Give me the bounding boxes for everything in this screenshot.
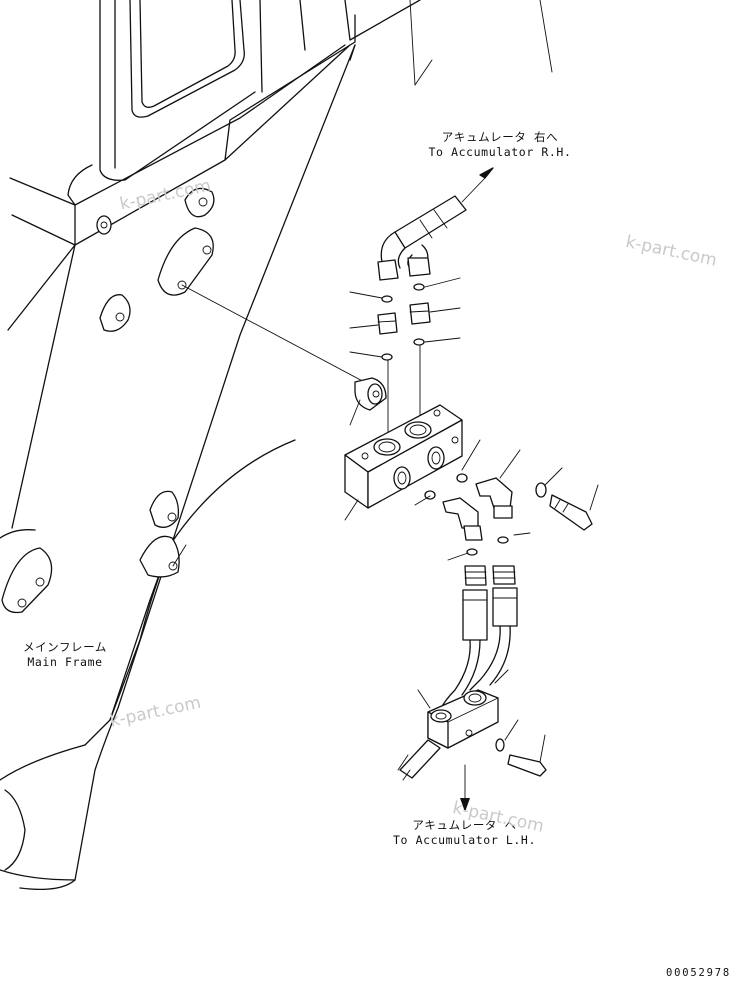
upper-hose-assembly	[377, 59, 494, 281]
valve-block	[344, 404, 463, 521]
label-accumulator-lh-jp: アキュムレータ へ	[412, 818, 517, 832]
label-main-frame-jp: メインフレーム	[22, 640, 107, 654]
label-accumulator-lh: アキュムレータ へ To Accumulator L.H.	[372, 818, 557, 848]
drawing-code: 00052978	[666, 967, 731, 979]
spacer-collar	[349, 377, 387, 426]
mounting-leader-lines	[172, 0, 553, 567]
lower-fittings	[414, 439, 599, 711]
label-main-frame: メインフレーム Main Frame	[10, 640, 120, 670]
lower-manifold	[397, 669, 547, 812]
main-frame-structure	[0, 0, 421, 891]
upper-fittings	[349, 277, 461, 441]
label-accumulator-rh: アキュムレータ 右へ To Accumulator R.H.	[410, 130, 590, 160]
label-accumulator-lh-en: To Accumulator L.H.	[393, 833, 536, 847]
label-main-frame-en: Main Frame	[27, 655, 103, 669]
label-accumulator-rh-en: To Accumulator R.H.	[428, 145, 572, 159]
label-accumulator-rh-jp: アキュムレータ 右へ	[441, 130, 559, 144]
